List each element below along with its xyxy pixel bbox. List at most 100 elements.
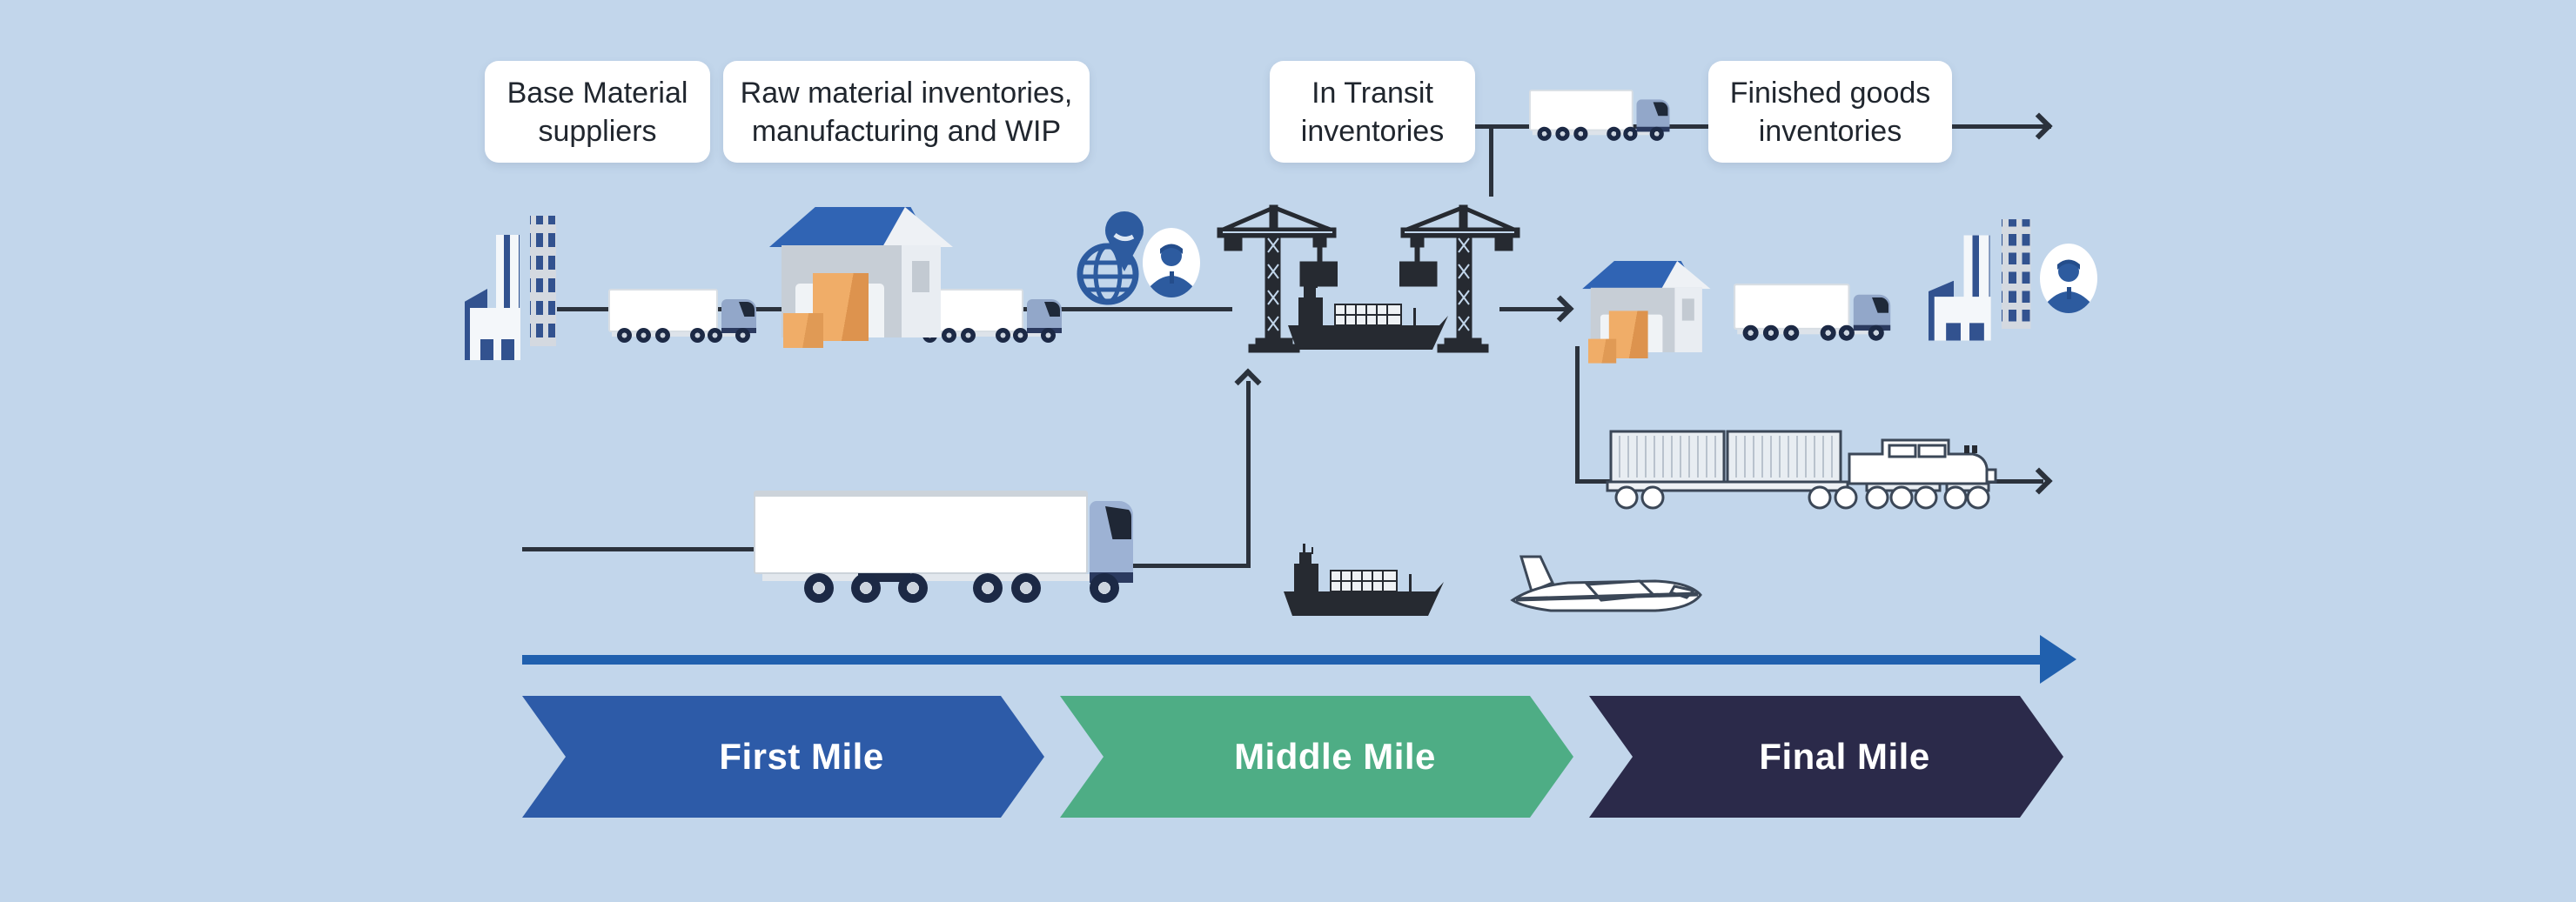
truck-window <box>1044 302 1060 317</box>
truck-rail <box>762 574 1104 581</box>
connector-truck-up <box>1246 381 1251 568</box>
building-door <box>480 339 493 360</box>
wheel <box>1013 328 1028 343</box>
label-in-transit-inventories: In Transit inventories <box>1270 61 1475 163</box>
stage-label: Middle Mile <box>1234 736 1436 777</box>
warehouse-icon <box>1582 261 1711 401</box>
truck-rail <box>612 332 735 337</box>
wheel <box>973 573 1003 603</box>
wheel <box>1041 328 1056 343</box>
stage-first-mile: First Mile <box>522 696 1044 818</box>
building-tower-windows <box>1995 210 2037 341</box>
wheel <box>735 328 750 343</box>
label-text: Finished goods <box>1729 76 1931 110</box>
wheel <box>1838 324 1855 341</box>
connector-warehouse-drop <box>1575 346 1580 484</box>
wheel <box>690 328 705 343</box>
wheel <box>1090 573 1119 603</box>
person-svg <box>1143 228 1200 297</box>
truck-rail <box>1532 130 1650 136</box>
cargo-truck-icon <box>608 289 765 351</box>
person-svg <box>2040 244 2097 313</box>
connector-truck-west <box>522 547 770 551</box>
connector-intransit-drop <box>1489 127 1493 197</box>
building-low <box>1934 297 1991 341</box>
wheel <box>1649 126 1664 141</box>
container-ship-icon <box>1285 275 1450 351</box>
truck-window <box>1872 297 1889 313</box>
wheel <box>1762 324 1779 341</box>
stage-middle-mile: Middle Mile <box>1060 696 1573 818</box>
label-text: Raw material inventories, <box>740 76 1073 110</box>
label-base-material-suppliers: Base Material suppliers <box>485 61 710 163</box>
crane-svg <box>1217 204 1338 353</box>
truck-rail <box>917 332 1041 337</box>
building-door <box>1969 323 1984 341</box>
wheel <box>996 328 1010 343</box>
label-text: inventories <box>1758 114 1902 148</box>
office-buildings-icon <box>465 205 562 360</box>
container-ship-icon <box>1278 541 1448 618</box>
connector-crane-to-warehouse <box>1499 307 1567 311</box>
wheel <box>708 328 722 343</box>
building-low <box>470 308 520 360</box>
wheel <box>1742 324 1759 341</box>
building-door <box>1946 323 1961 341</box>
train-svg <box>1606 430 1997 510</box>
connector-truck-east <box>1114 564 1251 568</box>
box <box>1588 338 1617 364</box>
cargo-truck-icon <box>1529 90 1678 149</box>
truck-trailer <box>608 289 718 332</box>
arrowhead-right-icon <box>1546 295 1574 323</box>
stage-final-mile: Final Mile <box>1589 696 2063 818</box>
wheel <box>1573 126 1588 141</box>
label-text: manufacturing and WIP <box>751 114 1062 148</box>
truck-window <box>739 302 755 317</box>
shipping-boxes-icon <box>1588 311 1655 364</box>
crane-svg <box>1399 204 1520 353</box>
timeline-arrow-line <box>522 655 2043 665</box>
port-crane-icon <box>1399 204 1521 358</box>
truck-trailer <box>754 491 1088 574</box>
freight-train-icon <box>1606 407 1997 518</box>
ship-svg <box>1288 277 1448 350</box>
building-tower-windows <box>524 205 562 360</box>
arrowhead-right-icon <box>2025 112 2053 140</box>
port-crane-icon <box>1216 204 1338 358</box>
wheel <box>636 328 651 343</box>
cargo-truck-icon <box>1734 284 1900 350</box>
truck-rail <box>1737 330 1868 335</box>
truck-cab <box>721 299 756 333</box>
wheel <box>1537 126 1552 141</box>
globe-pin-svg <box>1077 211 1144 305</box>
warehouse-icon <box>769 207 953 407</box>
plane-svg <box>1510 555 1702 612</box>
globe-location-pin-icon <box>1077 209 1148 308</box>
semi-truck-icon <box>754 491 1133 612</box>
truck-tank <box>858 573 910 582</box>
warehouse-window <box>912 261 929 292</box>
stage-label: Final Mile <box>1759 736 1930 777</box>
label-text: Base Material <box>506 76 688 110</box>
timeline-arrowhead-icon <box>2040 635 2076 684</box>
label-finished-goods-inventories: Finished goods inventories <box>1708 61 1952 163</box>
wheel <box>1607 126 1621 141</box>
wheel <box>1820 324 1836 341</box>
wheel <box>617 328 632 343</box>
wheel <box>961 328 976 343</box>
truck-window <box>1653 102 1668 117</box>
wheel <box>1868 324 1884 341</box>
office-buildings-icon <box>1929 210 2037 341</box>
arrowhead-right-icon <box>2025 467 2053 495</box>
wheel <box>804 573 834 603</box>
wheel <box>655 328 670 343</box>
label-raw-material-inventories: Raw material inventories, manufacturing … <box>723 61 1090 163</box>
logistics-person-icon <box>1143 228 1200 297</box>
warehouse-window <box>1681 298 1694 321</box>
stage-label: First Mile <box>719 736 884 777</box>
cargo-plane-icon <box>1507 551 1706 625</box>
logistics-person-icon <box>2040 244 2097 313</box>
shipping-boxes-icon <box>783 273 879 348</box>
wheel <box>898 573 928 603</box>
